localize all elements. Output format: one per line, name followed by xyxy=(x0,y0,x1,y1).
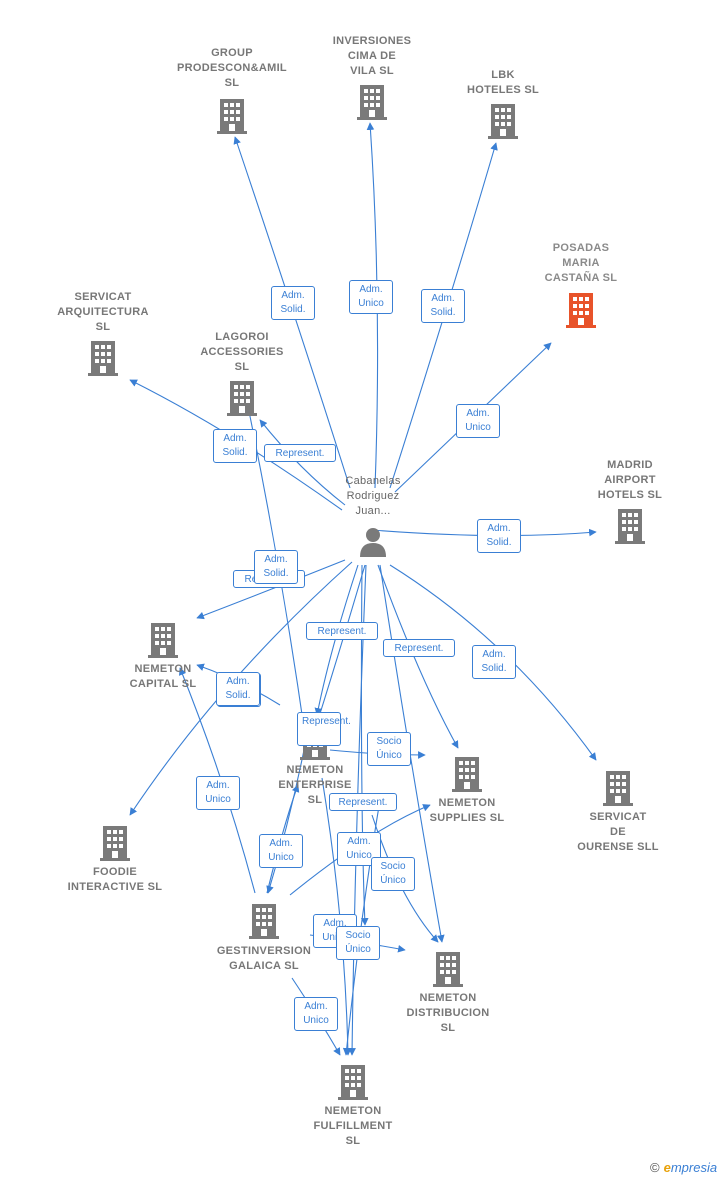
relationship-label[interactable]: Adm. Unico xyxy=(196,776,240,810)
building-icon[interactable] xyxy=(488,104,518,139)
company-label-nemeton-supplies[interactable]: NEMETON SUPPLIES SL xyxy=(429,797,505,824)
relationship-label[interactable]: Adm. Unico xyxy=(349,280,393,314)
edge-line xyxy=(266,744,306,894)
relationship-label[interactable]: Represent. xyxy=(306,622,378,640)
edge-line xyxy=(314,564,359,716)
company-label-inversiones[interactable]: INVERSIONES CIMA DE VILA SL xyxy=(332,35,412,77)
relationship-label[interactable]: Socio Único xyxy=(367,732,411,766)
company-label-nemeton-distribucion[interactable]: NEMETON DISTRIBUCION SL xyxy=(406,992,490,1034)
person-name-label[interactable]: Cabanelas Rodriguez Juan... xyxy=(345,475,401,517)
edge-line xyxy=(259,419,346,506)
company-label-servicat-ourense[interactable]: SERVICAT DE OURENSE SLL xyxy=(577,811,659,853)
building-icon[interactable] xyxy=(100,826,130,861)
relationship-label[interactable]: Adm. Unico xyxy=(294,997,338,1031)
copyright-symbol: © xyxy=(650,1160,660,1175)
relationship-label[interactable]: Adm. Unico xyxy=(259,834,303,868)
relationship-label[interactable]: Socio Único xyxy=(336,926,380,960)
relationship-label[interactable]: Adm. Unico xyxy=(456,404,500,438)
company-label-servicat-arq[interactable]: SERVICAT ARQUITECTURA SL xyxy=(57,291,149,333)
building-icon[interactable] xyxy=(566,293,596,328)
brand-name: mpresia xyxy=(670,1160,718,1175)
relationship-label[interactable]: Socio Único xyxy=(371,857,415,891)
relationship-label[interactable]: Represent. xyxy=(264,444,336,462)
person-icon[interactable] xyxy=(360,528,386,557)
edge-line xyxy=(196,559,346,620)
relationship-label[interactable]: Adm. Solid. xyxy=(477,519,521,553)
relationship-label[interactable]: Adm. Solid. xyxy=(472,645,516,679)
relationship-label[interactable]: Adm. Solid. xyxy=(271,286,315,320)
relationship-label[interactable]: Adm. Solid. xyxy=(421,289,465,323)
relationship-label[interactable]: Adm. Solid. xyxy=(254,550,298,584)
relationship-label[interactable]: Represent. xyxy=(297,712,351,746)
relationship-label[interactable]: Represent. xyxy=(383,639,455,657)
company-label-madrid[interactable]: MADRID AIRPORT HOTELS SL xyxy=(597,459,663,501)
company-label-nemeton-fulfillment[interactable]: NEMETON FULFILLMENT SL xyxy=(313,1105,393,1147)
company-label-gestinversion[interactable]: GESTINVERSION GALAICA SL xyxy=(216,945,312,972)
building-icon[interactable] xyxy=(249,904,279,939)
company-label-nemeton-capital[interactable]: NEMETON CAPITAL SL xyxy=(129,663,197,690)
brand-initial: e xyxy=(663,1160,671,1175)
company-label-lagoroi[interactable]: LAGOROI ACCESSORIES SL xyxy=(200,331,284,373)
company-label-foodie[interactable]: FOODIE INTERACTIVE SL xyxy=(67,866,163,893)
building-icon[interactable] xyxy=(88,341,118,376)
company-label-posadas[interactable]: POSADAS MARIA CASTAÑA SL xyxy=(544,242,618,284)
building-icon[interactable] xyxy=(603,771,633,806)
building-icon[interactable] xyxy=(227,381,257,416)
building-icon[interactable] xyxy=(615,509,645,544)
icons-layer xyxy=(88,85,645,1100)
empresia-logo[interactable]: ©empresia xyxy=(650,1160,717,1175)
relationship-label[interactable]: Adm. Solid. xyxy=(213,429,257,463)
company-label-group[interactable]: GROUP PRODESCON&AMIL SL xyxy=(177,47,287,89)
building-icon[interactable] xyxy=(338,1065,368,1100)
edge-line xyxy=(360,564,369,926)
edge-line xyxy=(266,784,300,894)
edge-line xyxy=(377,564,459,749)
building-icon[interactable] xyxy=(452,757,482,792)
building-icon[interactable] xyxy=(148,623,178,658)
company-label-lbk[interactable]: LBK HOTELES SL xyxy=(466,69,540,96)
edge-line xyxy=(233,136,351,489)
company-label-nemeton-enterprise[interactable]: NEMETON ENTERPRISE SL xyxy=(278,764,352,806)
relationship-label[interactable]: Represent. xyxy=(329,793,397,811)
relationship-label[interactable]: Adm. Solid. xyxy=(216,672,260,706)
building-icon[interactable] xyxy=(357,85,387,120)
building-icon[interactable] xyxy=(433,952,463,987)
edge-line xyxy=(316,564,366,721)
building-icon[interactable] xyxy=(217,99,247,134)
